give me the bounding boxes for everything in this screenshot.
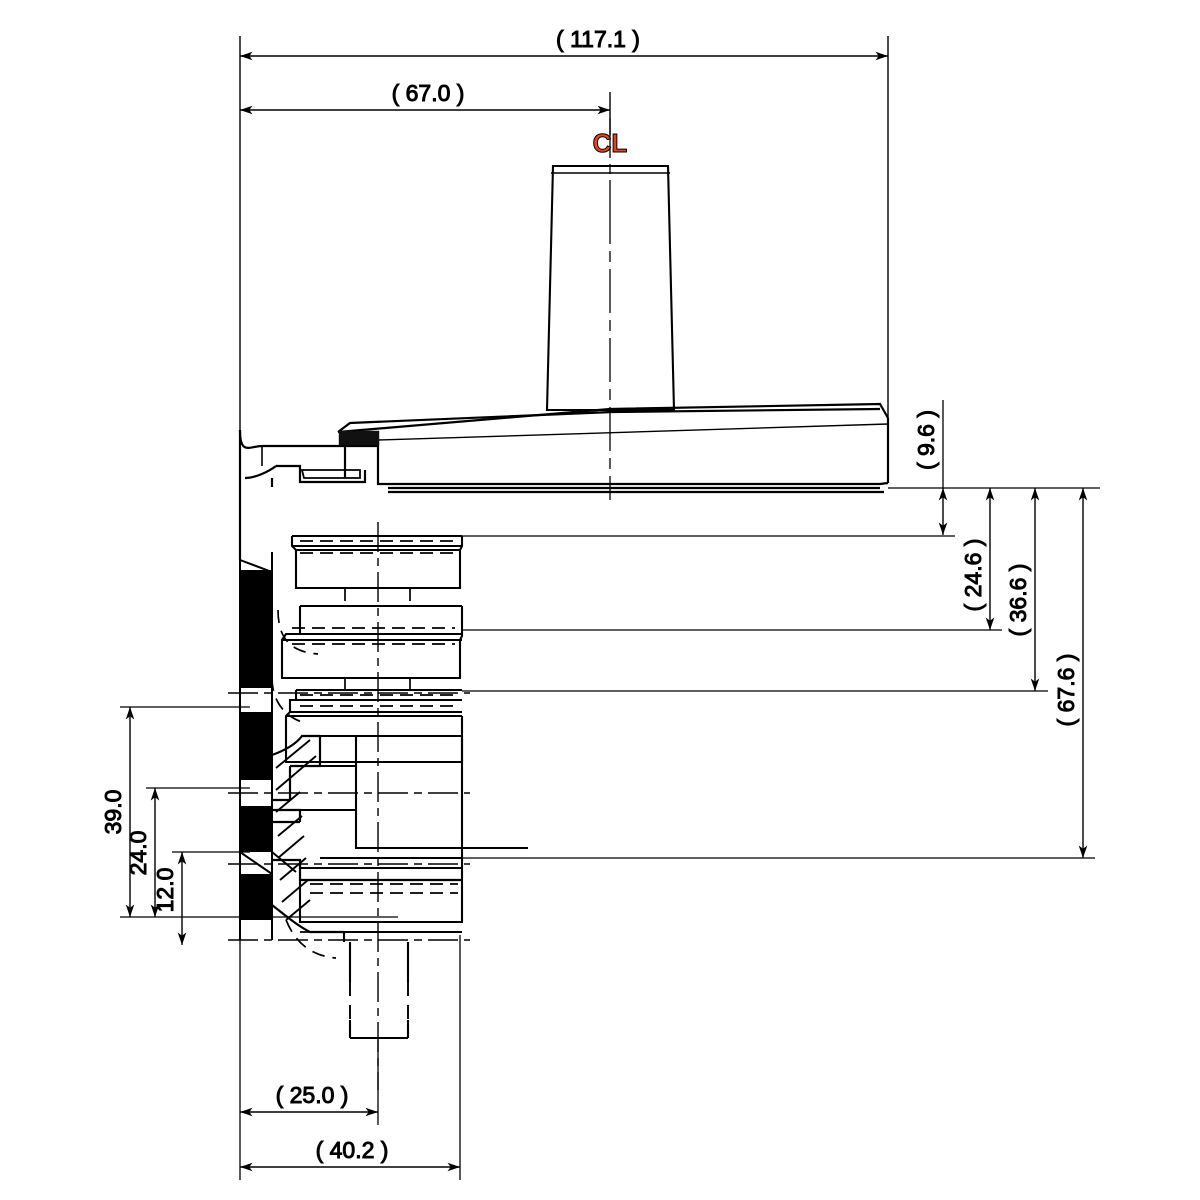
clamp-hatching — [271, 739, 317, 921]
lower-boss-block — [300, 734, 528, 880]
centerline-symbol-label: CL — [593, 128, 628, 158]
third-boss-assembly — [284, 688, 464, 764]
tapered-housing-cover — [337, 402, 890, 483]
dimension-label-inner-depth: ( 25.0 ) — [276, 1082, 349, 1108]
cover-lip — [338, 430, 380, 446]
dimension-label-total-drop: ( 67.6 ) — [1053, 654, 1079, 727]
dimension-label-overall-depth: ( 40.2 ) — [316, 1137, 389, 1163]
dimension-label-clamp-mid-height: 24.0 — [125, 831, 151, 876]
vertical-post — [545, 164, 676, 412]
dimension-label-clamp-overall-height: 39.0 — [100, 790, 126, 835]
housing-lower-plate — [376, 423, 889, 494]
bottom-stub — [348, 942, 410, 1040]
lower-bracket-hidden — [300, 883, 462, 933]
dimension-label-mid-boss-height: ( 36.6 ) — [1005, 564, 1031, 637]
upper-boss-assembly — [290, 534, 464, 590]
bottom-extension-lines — [239, 930, 461, 1180]
horizontal-axis-centerlines — [228, 692, 470, 941]
bottom-stub-hidden — [349, 982, 409, 1022]
right-extension-lines — [462, 487, 1100, 859]
middle-boss-hidden-lines — [292, 627, 455, 694]
dimension-label-top-plate-thickness: ( 9.6 ) — [913, 410, 939, 470]
internal-arc-guides — [271, 609, 337, 959]
dimension-label-upper-boss-height: ( 24.6 ) — [960, 539, 986, 612]
middle-boss-assembly — [280, 604, 464, 680]
upper-boss-hidden-lines — [300, 540, 455, 606]
dimension-label-centerline-offset: ( 67.0 ) — [392, 80, 465, 106]
dimension-overall-width — [239, 36, 889, 430]
third-boss-hidden-lines — [300, 694, 455, 707]
dimension-label-clamp-lower-height: 12.0 — [152, 868, 178, 913]
dimension-label-overall-width: ( 117.1 ) — [556, 26, 640, 52]
bracket-elbow-arm — [238, 429, 378, 560]
wall-section-fill — [239, 552, 273, 940]
